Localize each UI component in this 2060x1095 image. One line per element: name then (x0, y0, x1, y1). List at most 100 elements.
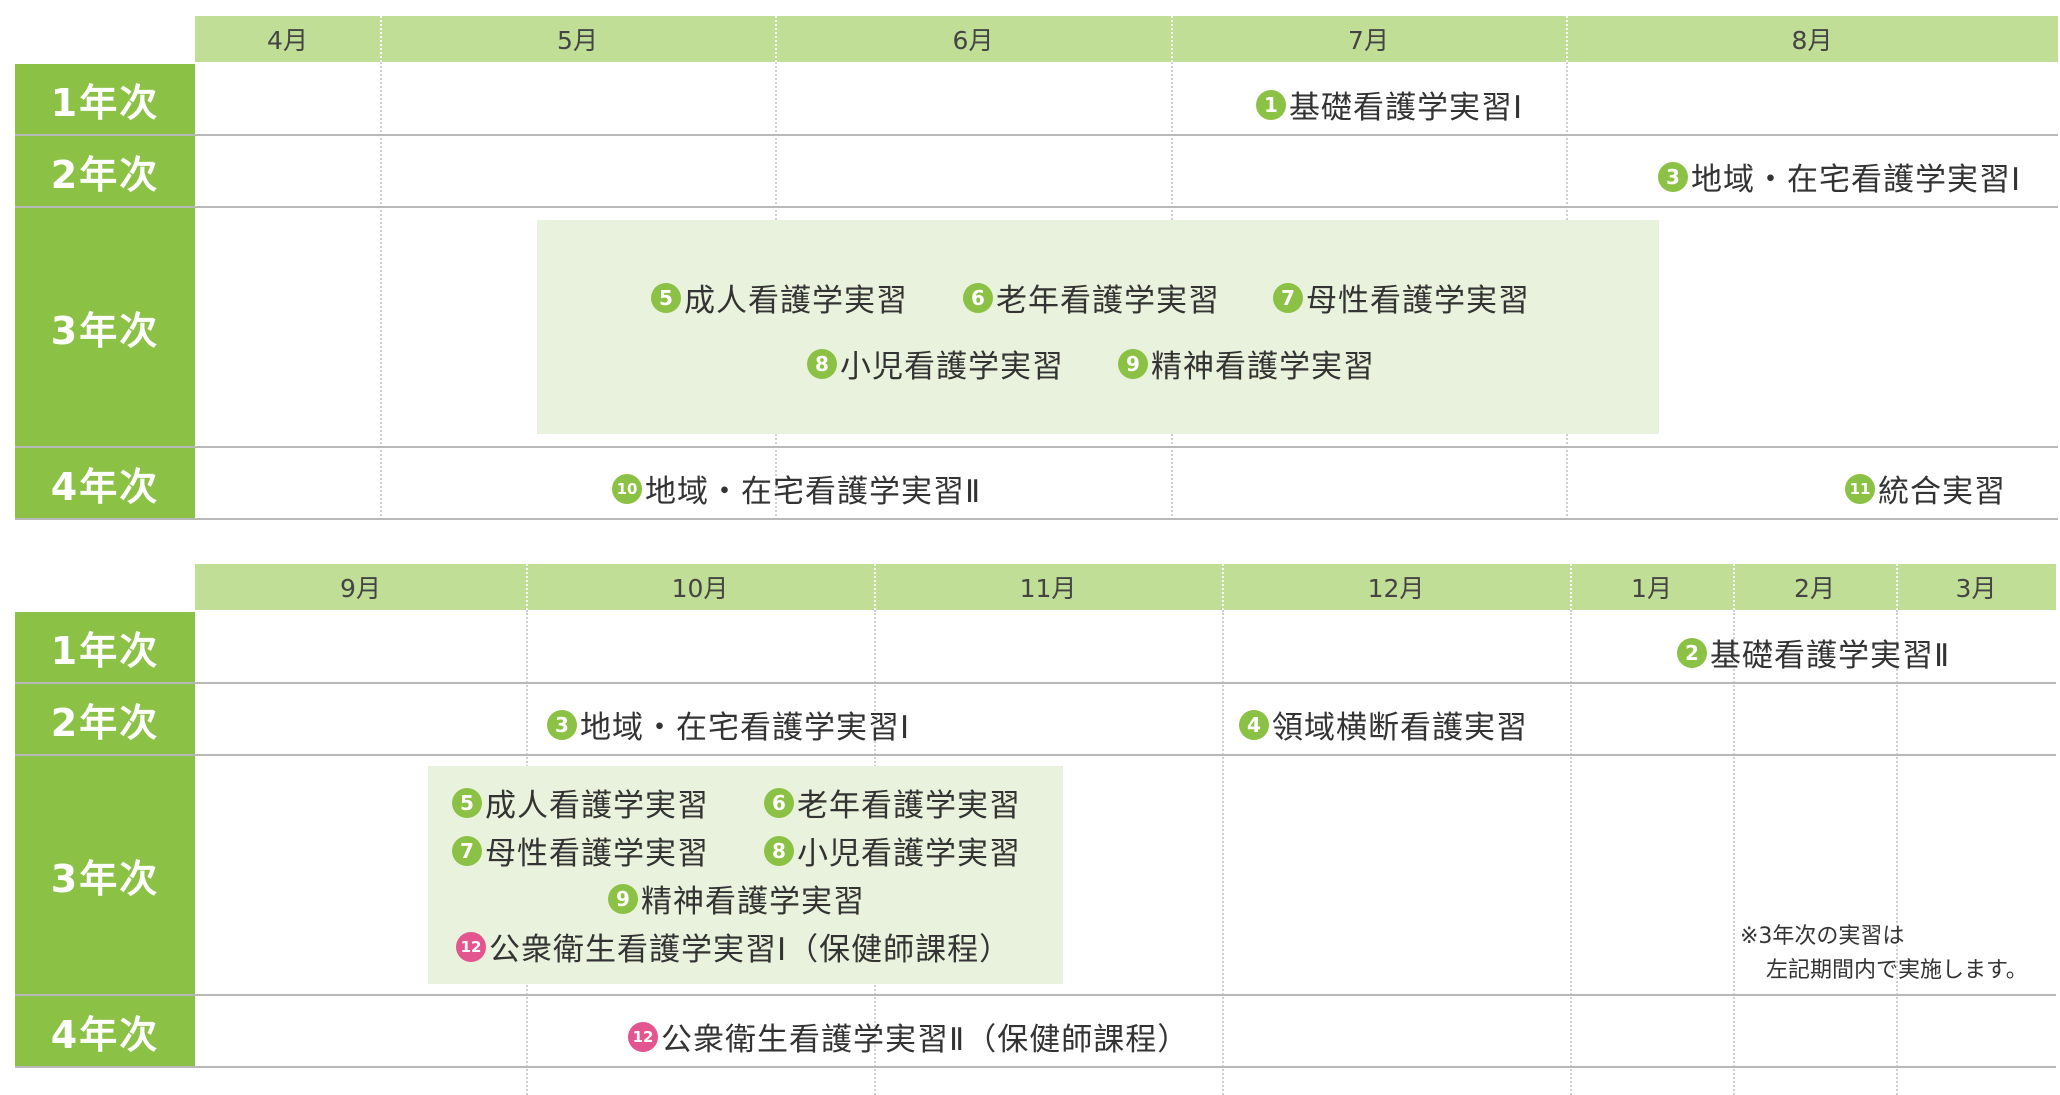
practicum-item: 11 統合実習 (1845, 466, 2006, 511)
month-divider (1566, 16, 1568, 62)
number-badge: 3 (547, 709, 577, 740)
year-label: 1年次 (15, 612, 195, 682)
month-divider (1896, 610, 1898, 1095)
number-badge: 9 (1118, 348, 1148, 379)
practicum-item: 7 母性看護学実習 (1273, 275, 1530, 320)
number-badge: 12 (456, 931, 486, 962)
month-divider (380, 16, 382, 62)
month-divider (1733, 564, 1735, 610)
practicum-item: 3 地域・在宅看護学実習Ⅰ (547, 702, 910, 747)
row-divider (15, 518, 2058, 520)
practicum-period-panel (428, 766, 1063, 984)
month-label: 2月 (1794, 574, 1835, 603)
practicum-item: 12 公衆衛生看護学実習Ⅰ（保健師課程） (456, 924, 1011, 969)
year-label: 2年次 (15, 136, 195, 206)
row-divider (15, 754, 2056, 756)
number-badge: 5 (452, 787, 482, 818)
year-label: 4年次 (15, 448, 195, 518)
month-label: 7月 (1348, 26, 1389, 55)
number-badge: 8 (764, 835, 794, 866)
number-badge: 5 (651, 282, 681, 313)
year-label: 4年次 (15, 996, 195, 1066)
practicum-item: 8 小児看護学実習 (807, 341, 1064, 386)
row-divider (15, 682, 2056, 684)
month-divider (1733, 610, 1735, 1095)
month-label: 5月 (557, 26, 598, 55)
month-label: 6月 (952, 26, 994, 55)
practicum-label: 老年看護学実習 (996, 283, 1220, 319)
practicum-item: 6 老年看護学実習 (963, 275, 1220, 320)
number-badge: 2 (1677, 637, 1707, 668)
practicum-label: 基礎看護学実習Ⅰ (1289, 90, 1524, 126)
month-divider (874, 564, 876, 610)
month-divider (526, 564, 528, 610)
row-divider (15, 134, 2058, 136)
number-badge: 7 (1273, 282, 1303, 313)
month-label: 4月 (267, 26, 308, 55)
year-label: 3年次 (15, 208, 195, 446)
month-divider (1570, 610, 1572, 1095)
practicum-label: 母性看護学実習 (485, 836, 709, 872)
practicum-item: 7 母性看護学実習 (452, 828, 709, 873)
month-label: 9月 (340, 574, 381, 603)
practicum-label: 地域・在宅看護学実習Ⅰ (1691, 162, 2022, 198)
number-badge: 8 (807, 348, 837, 379)
month-label: 3月 (1955, 574, 1997, 603)
practicum-period-panel (537, 220, 1659, 434)
footnote: ※3年次の実習は 左記期間内で実施します。 (1740, 920, 2028, 988)
practicum-item: 9 精神看護学実習 (608, 876, 865, 921)
row-divider (15, 1066, 2056, 1068)
month-label: 10月 (671, 574, 729, 603)
footnote-line: 左記期間内で実施します。 (1766, 958, 2028, 983)
number-badge: 6 (764, 787, 794, 818)
month-divider (1171, 16, 1173, 62)
practicum-label: 成人看護学実習 (485, 788, 709, 824)
practicum-item: 5 成人看護学実習 (651, 275, 908, 320)
practicum-item: 3 地域・在宅看護学実習Ⅰ (1658, 154, 2021, 199)
practicum-label: 小児看護学実習 (797, 836, 1021, 872)
year-label: 2年次 (15, 684, 195, 754)
month-header-bar: 9月 10月 11月 12月 1月 2月 3月 (195, 564, 2056, 610)
practicum-item: 6 老年看護学実習 (764, 780, 1021, 825)
number-badge: 4 (1239, 709, 1269, 740)
month-label: 11月 (1019, 574, 1077, 603)
month-divider (1570, 564, 1572, 610)
number-badge: 11 (1845, 473, 1875, 504)
row-divider (15, 206, 2058, 208)
practicum-label: 領域横断看護実習 (1272, 710, 1528, 746)
practicum-item: 4 領域横断看護実習 (1239, 702, 1528, 747)
practicum-item: 9 精神看護学実習 (1118, 341, 1375, 386)
month-label: 12月 (1367, 574, 1425, 603)
month-label: 8月 (1791, 26, 1833, 55)
practicum-item: 12 公衆衛生看護学実習Ⅱ（保健師課程） (628, 1014, 1189, 1059)
footnote-line: ※3年次の実習は (1740, 924, 1905, 949)
month-divider (1222, 610, 1224, 1095)
practicum-label: 地域・在宅看護学実習Ⅰ (580, 710, 911, 746)
number-badge: 3 (1658, 161, 1688, 192)
year-label: 1年次 (15, 64, 195, 134)
practicum-item: 2 基礎看護学実習Ⅱ (1677, 630, 1950, 675)
month-divider (380, 62, 382, 520)
month-header-bar: 4月 5月 6月 7月 8月 (195, 16, 2058, 62)
row-divider (15, 446, 2058, 448)
practicum-label: 老年看護学実習 (797, 788, 1021, 824)
practicum-item: 8 小児看護学実習 (764, 828, 1021, 873)
practicum-label: 精神看護学実習 (641, 884, 865, 920)
practicum-label: 公衆衛生看護学実習Ⅰ（保健師課程） (489, 932, 1012, 968)
practicum-label: 小児看護学実習 (840, 349, 1064, 385)
month-divider (1896, 564, 1898, 610)
number-badge: 10 (612, 473, 642, 504)
number-badge: 7 (452, 835, 482, 866)
practicum-label: 統合実習 (1878, 474, 2006, 510)
schedule-first-half: 4月 5月 6月 7月 8月 1年次 2年次 3年次 4年次 1 基礎看護学実習… (0, 0, 2060, 520)
practicum-item: 1 基礎看護学実習Ⅰ (1256, 82, 1523, 127)
row-divider (15, 994, 2056, 996)
year-label: 3年次 (15, 756, 195, 994)
month-divider (1222, 564, 1224, 610)
practicum-label: 公衆衛生看護学実習Ⅱ（保健師課程） (661, 1022, 1190, 1058)
practicum-label: 精神看護学実習 (1151, 349, 1375, 385)
practicum-item: 5 成人看護学実習 (452, 780, 709, 825)
practicum-label: 母性看護学実習 (1306, 283, 1530, 319)
practicum-item: 10 地域・在宅看護学実習Ⅱ (612, 466, 981, 511)
number-badge: 6 (963, 282, 993, 313)
